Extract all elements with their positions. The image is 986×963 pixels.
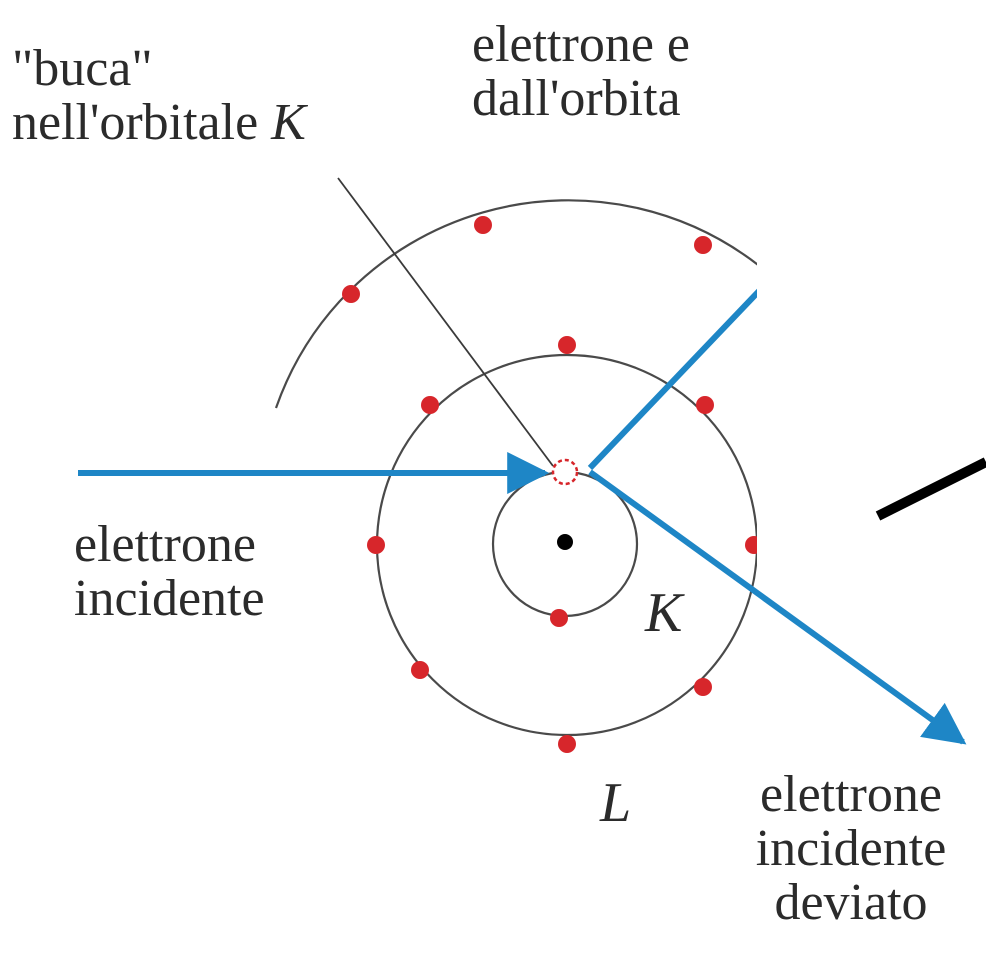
hole-label-shell: K — [271, 94, 306, 151]
k-shell-electron — [550, 609, 568, 627]
ejected-label: elettrone e dall'orbita — [472, 18, 757, 126]
electron — [696, 396, 714, 414]
incident-label-line1: elettrone — [74, 516, 256, 573]
hole-label-line1: "buca" — [12, 40, 153, 97]
hole-label-prefix: nell'orbitale — [12, 94, 272, 151]
deflected-label-line1: elettrone — [760, 766, 942, 823]
deflected-electron-arrow — [588, 469, 967, 745]
k-shell-hole — [551, 458, 579, 486]
hole-pointer-line — [337, 177, 554, 467]
hole-label-line2: nell'orbitale K — [12, 96, 306, 150]
electron — [367, 536, 385, 554]
ejected-label-line2: dall'orbita — [472, 70, 681, 126]
electron — [558, 336, 576, 354]
electron — [694, 236, 712, 254]
electron — [342, 285, 360, 303]
l-shell-label: L — [600, 772, 632, 834]
electron — [558, 735, 576, 753]
ejected-label-line1: elettrone e — [472, 18, 690, 73]
nucleus — [557, 534, 573, 550]
electron — [474, 216, 492, 234]
deflected-label: elettrone incidente deviato — [706, 768, 986, 930]
deflected-label-line2: incidente — [755, 820, 947, 877]
k-shell-label: K — [645, 582, 683, 644]
incident-label: elettrone incidente — [74, 518, 265, 626]
electron — [745, 536, 757, 554]
ejected-electron-path — [587, 288, 757, 471]
outer-orbit-arc — [274, 199, 757, 409]
electron — [421, 396, 439, 414]
hole-label: "buca" nell'orbitale K — [12, 42, 306, 150]
deflected-label-line3: deviato — [774, 874, 928, 931]
incident-label-line2: incidente — [74, 570, 265, 627]
electron — [694, 678, 712, 696]
black-stroke-fragment — [875, 457, 986, 521]
l-shell-electrons — [367, 336, 757, 753]
outer-shell-electrons — [342, 216, 712, 303]
electron — [411, 661, 429, 679]
